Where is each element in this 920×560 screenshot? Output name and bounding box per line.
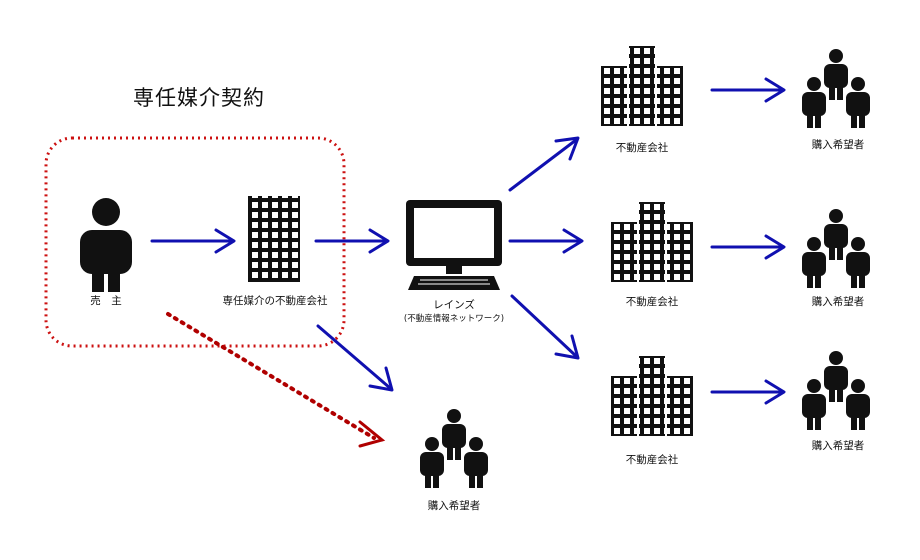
exclusive-agent-label: 専任媒介の不動産会社 bbox=[222, 295, 328, 307]
arrow-seller-to-agent bbox=[150, 228, 236, 254]
reins-label: レインズ bbox=[433, 299, 475, 311]
buyers-group-icon bbox=[802, 49, 870, 128]
seller-label: 売 主 bbox=[90, 295, 122, 307]
buyers-group-icon bbox=[802, 351, 870, 430]
direct-buyer-label: 購入希望者 bbox=[427, 500, 481, 512]
buyer-label: 購入希望者 bbox=[811, 139, 865, 151]
realestate-company-label: 不動産会社 bbox=[615, 142, 669, 154]
realestate-company-label: 不動産会社 bbox=[625, 454, 679, 466]
arrow-reins-to-company-bottom bbox=[510, 294, 580, 360]
realestate-company-label: 不動産会社 bbox=[625, 296, 679, 308]
exclusive-contract-frame bbox=[44, 136, 346, 348]
buyers-group-icon bbox=[802, 209, 870, 288]
arrow-reins-to-company-top bbox=[508, 136, 580, 192]
diagram-title: 専任媒介契約 bbox=[133, 86, 265, 110]
exclusive-agent-building-icon bbox=[248, 196, 300, 282]
realestate-company-icon bbox=[601, 46, 683, 126]
arrow-agent-to-direct-buyers bbox=[316, 324, 394, 392]
realestate-company-icon bbox=[611, 356, 693, 436]
reins-sublabel: (不動産情報ネットワーク) bbox=[403, 314, 505, 324]
direct-buyers-group-icon bbox=[420, 409, 488, 488]
arrow-company-top-to-buyers bbox=[710, 77, 786, 103]
arrow-company-bottom-to-buyers bbox=[710, 379, 786, 405]
reins-computer-icon bbox=[406, 200, 502, 290]
arrow-company-middle-to-buyers bbox=[710, 234, 786, 260]
arrow-agent-to-reins bbox=[314, 228, 390, 254]
arrow-seller-to-direct-buyers-dotted bbox=[166, 312, 386, 448]
seller-icon bbox=[80, 198, 132, 292]
arrow-reins-to-company-middle bbox=[508, 228, 584, 254]
buyer-label: 購入希望者 bbox=[811, 440, 865, 452]
buyer-label: 購入希望者 bbox=[811, 296, 865, 308]
realestate-company-icon bbox=[611, 202, 693, 282]
